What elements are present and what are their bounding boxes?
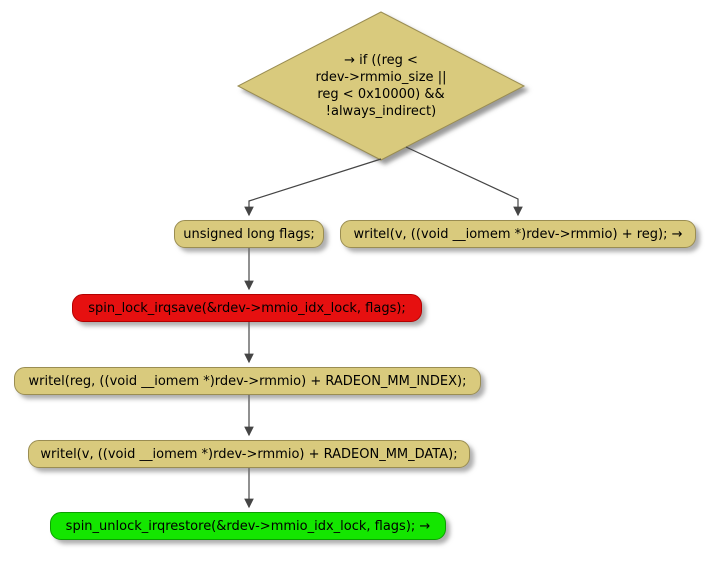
decision-node-label: → if ((reg < rdev->rmmio_size || reg < 0… xyxy=(315,53,447,119)
node-spin-lock-irqsave: spin_lock_irqsave(&rdev->mmio_idx_lock, … xyxy=(72,294,422,322)
connector-decision-to-writel-direct xyxy=(405,146,523,217)
node-writel-mm-index: writel(reg, ((void __iomem *)rdev->rmmio… xyxy=(14,367,481,395)
decision-diamond-shape xyxy=(236,11,526,161)
connector-decision-to-flags xyxy=(244,158,382,217)
node-spin-unlock-irqrestore: spin_unlock_irqrestore(&rdev->mmio_idx_l… xyxy=(50,512,446,540)
node-unsigned-long-flags: unsigned long flags; xyxy=(174,220,324,248)
node-writel-direct: writel(v, ((void __iomem *)rdev->rmmio) … xyxy=(340,220,696,248)
node-writel-mm-data: writel(v, ((void __iomem *)rdev->rmmio) … xyxy=(28,440,470,468)
